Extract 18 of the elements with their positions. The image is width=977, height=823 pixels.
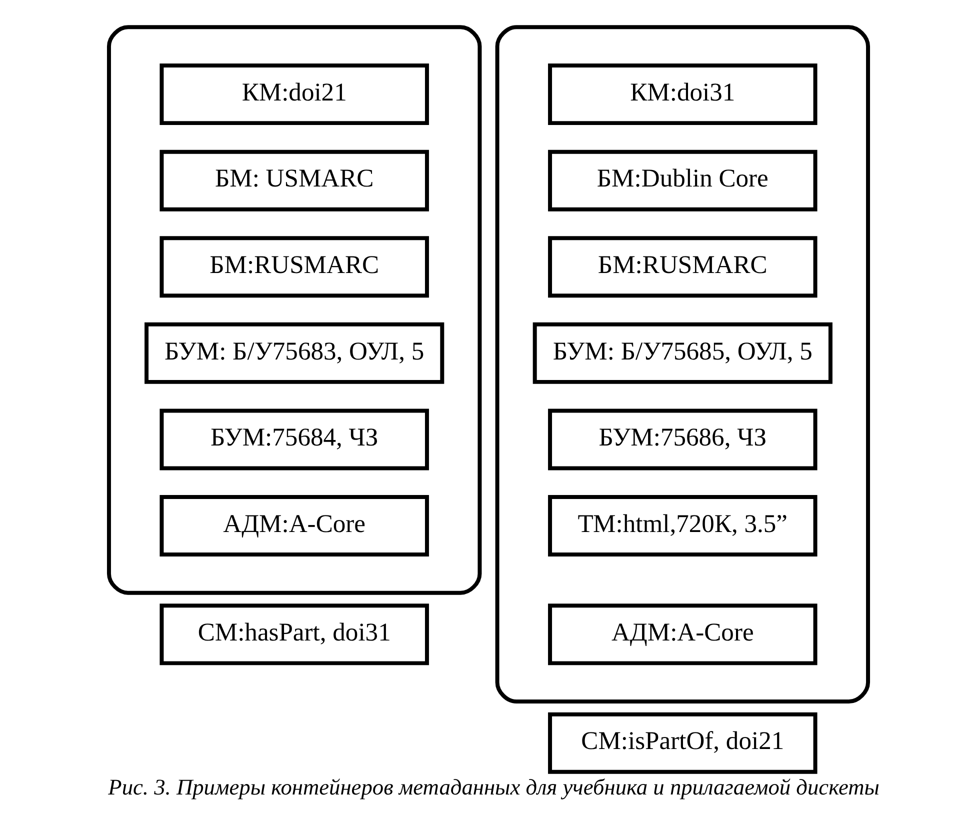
node-box: БУМ:75686, ЧЗ: [548, 408, 818, 470]
node-box: БУМ: Б/У75685, ОУЛ, 5: [532, 322, 832, 384]
node-box: ТМ:html,720К, 3.5”: [548, 495, 818, 557]
node-box: БМ: USMARC: [160, 150, 429, 212]
node-box: БУМ:75684, ЧЗ: [160, 408, 429, 470]
node-box: БМ:Dublin Core: [548, 150, 818, 212]
node-box: БМ:RUSMARC: [160, 236, 429, 298]
node-box: СМ:isPartOf, doi21: [548, 712, 818, 774]
node-box: АДМ:A-Core: [160, 495, 429, 557]
node-box: АДМ:A-Core: [548, 604, 818, 666]
node-box: КМ:doi31: [548, 64, 818, 126]
cluster: [495, 25, 870, 704]
node-box: БУМ: Б/У75683, ОУЛ, 5: [144, 322, 444, 384]
caption: Рис. 3. Примеры контейнеров метаданных для учебника и прилагаемой дискеты: [108, 774, 880, 800]
node-box: СМ:hasPart, doi31: [160, 604, 429, 666]
cluster: [106, 25, 482, 595]
node-box: КМ:doi21: [160, 64, 429, 126]
node-box: БМ:RUSMARC: [548, 236, 818, 298]
